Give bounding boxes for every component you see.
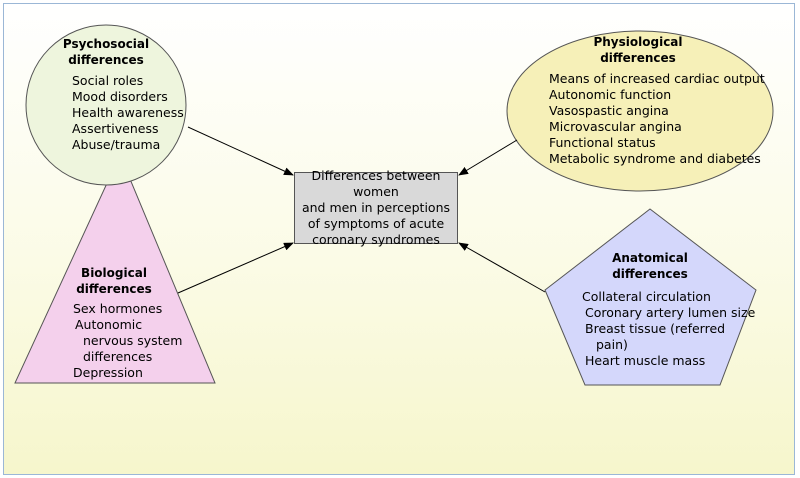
list-item: nervous system	[83, 333, 183, 348]
title-line: differences	[612, 267, 688, 281]
list-item: differences	[83, 349, 153, 364]
center-line: and men in perceptions	[301, 200, 451, 215]
list-item: Heart muscle mass	[585, 353, 706, 368]
title-line: Psychosocial	[62, 37, 150, 51]
psychosocial-list: Social roles Mood disorders Health aware…	[72, 73, 184, 153]
list-item: Sex hormones	[73, 301, 163, 316]
list-item: Health awareness	[72, 105, 184, 120]
title-line: differences	[600, 51, 676, 65]
center-box: Differences between women and men in per…	[294, 168, 458, 247]
list-item: Coronary artery lumen size	[585, 305, 756, 320]
arrow-psychosocial	[187, 126, 294, 176]
physiological-title: Physiological differences	[588, 34, 688, 66]
arrow-anatomical	[458, 242, 546, 293]
center-line: Differences between women	[311, 168, 441, 199]
physiological-list: Means of increased cardiac output Autono…	[549, 71, 765, 167]
list-item: Assertiveness	[72, 121, 159, 136]
anatomical-list: Collateral circulation Coronary artery l…	[582, 289, 755, 369]
psychosocial-circle	[25, 24, 187, 186]
title-line: differences	[76, 282, 152, 296]
list-item: Breast tissue (referred	[585, 321, 726, 336]
list-item: Vasospastic angina	[549, 103, 669, 118]
anatomical-pentagon	[544, 208, 757, 386]
biological-triangle	[14, 153, 216, 384]
list-item: Mood disorders	[72, 89, 168, 104]
list-item: Collateral circulation	[582, 289, 711, 304]
biological-list: Sex hormones Autonomic nervous system di…	[73, 301, 182, 381]
list-item: Abuse/trauma	[72, 137, 161, 152]
title-line: differences	[68, 53, 144, 67]
title-line: Physiological	[593, 35, 683, 49]
list-item: Depression	[73, 365, 143, 380]
anatomical-title: Anatomical differences	[600, 250, 700, 282]
list-item: Metabolic syndrome and diabetes	[549, 151, 761, 166]
center-line: coronary syndromes	[312, 232, 440, 247]
arrow-physiological	[458, 139, 518, 176]
list-item: Autonomic function	[549, 87, 672, 102]
list-item: Functional status	[549, 135, 656, 150]
center-line: of symptoms of acute	[307, 216, 445, 231]
list-item: pain)	[596, 337, 628, 352]
physiological-ellipse	[506, 30, 774, 192]
list-item: Microvascular angina	[549, 119, 682, 134]
list-item: Social roles	[72, 73, 144, 88]
list-item: Means of increased cardiac output	[549, 71, 765, 86]
title-line: Anatomical	[612, 251, 688, 265]
psychosocial-title: Psychosocial differences	[56, 36, 156, 68]
list-item: Autonomic	[75, 317, 143, 332]
title-line: Biological	[81, 266, 147, 280]
arrow-biological	[177, 242, 294, 294]
biological-title: Biological differences	[64, 265, 164, 297]
